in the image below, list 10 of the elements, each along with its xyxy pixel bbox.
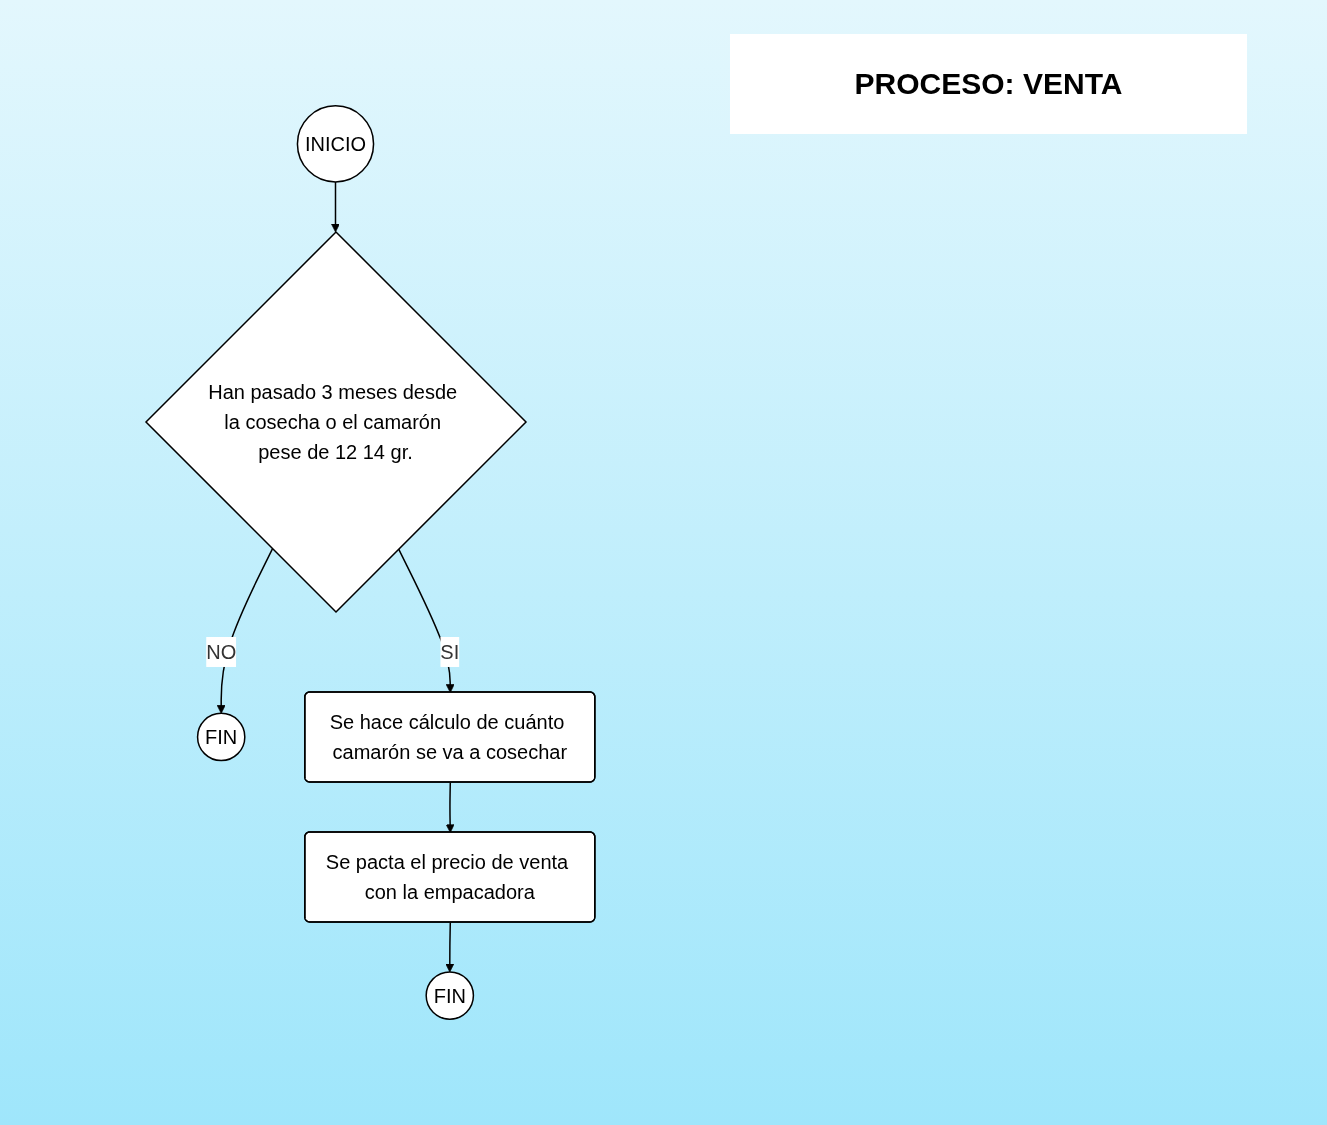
edge-label: SI xyxy=(439,640,459,663)
title: PROCESO: VENTA xyxy=(730,34,1247,134)
edge-label: NO xyxy=(205,640,236,663)
arrow xyxy=(445,921,454,973)
arrow xyxy=(445,781,455,833)
node-circle: FIN xyxy=(196,712,246,762)
arrow xyxy=(330,181,340,233)
node-circle: FIN xyxy=(425,971,474,1020)
node-circle: INICIO xyxy=(296,105,374,183)
node-diamond: Han pasado 3 meses desde la cosecha o el camarón pese de 12 14 gr. xyxy=(144,230,527,613)
